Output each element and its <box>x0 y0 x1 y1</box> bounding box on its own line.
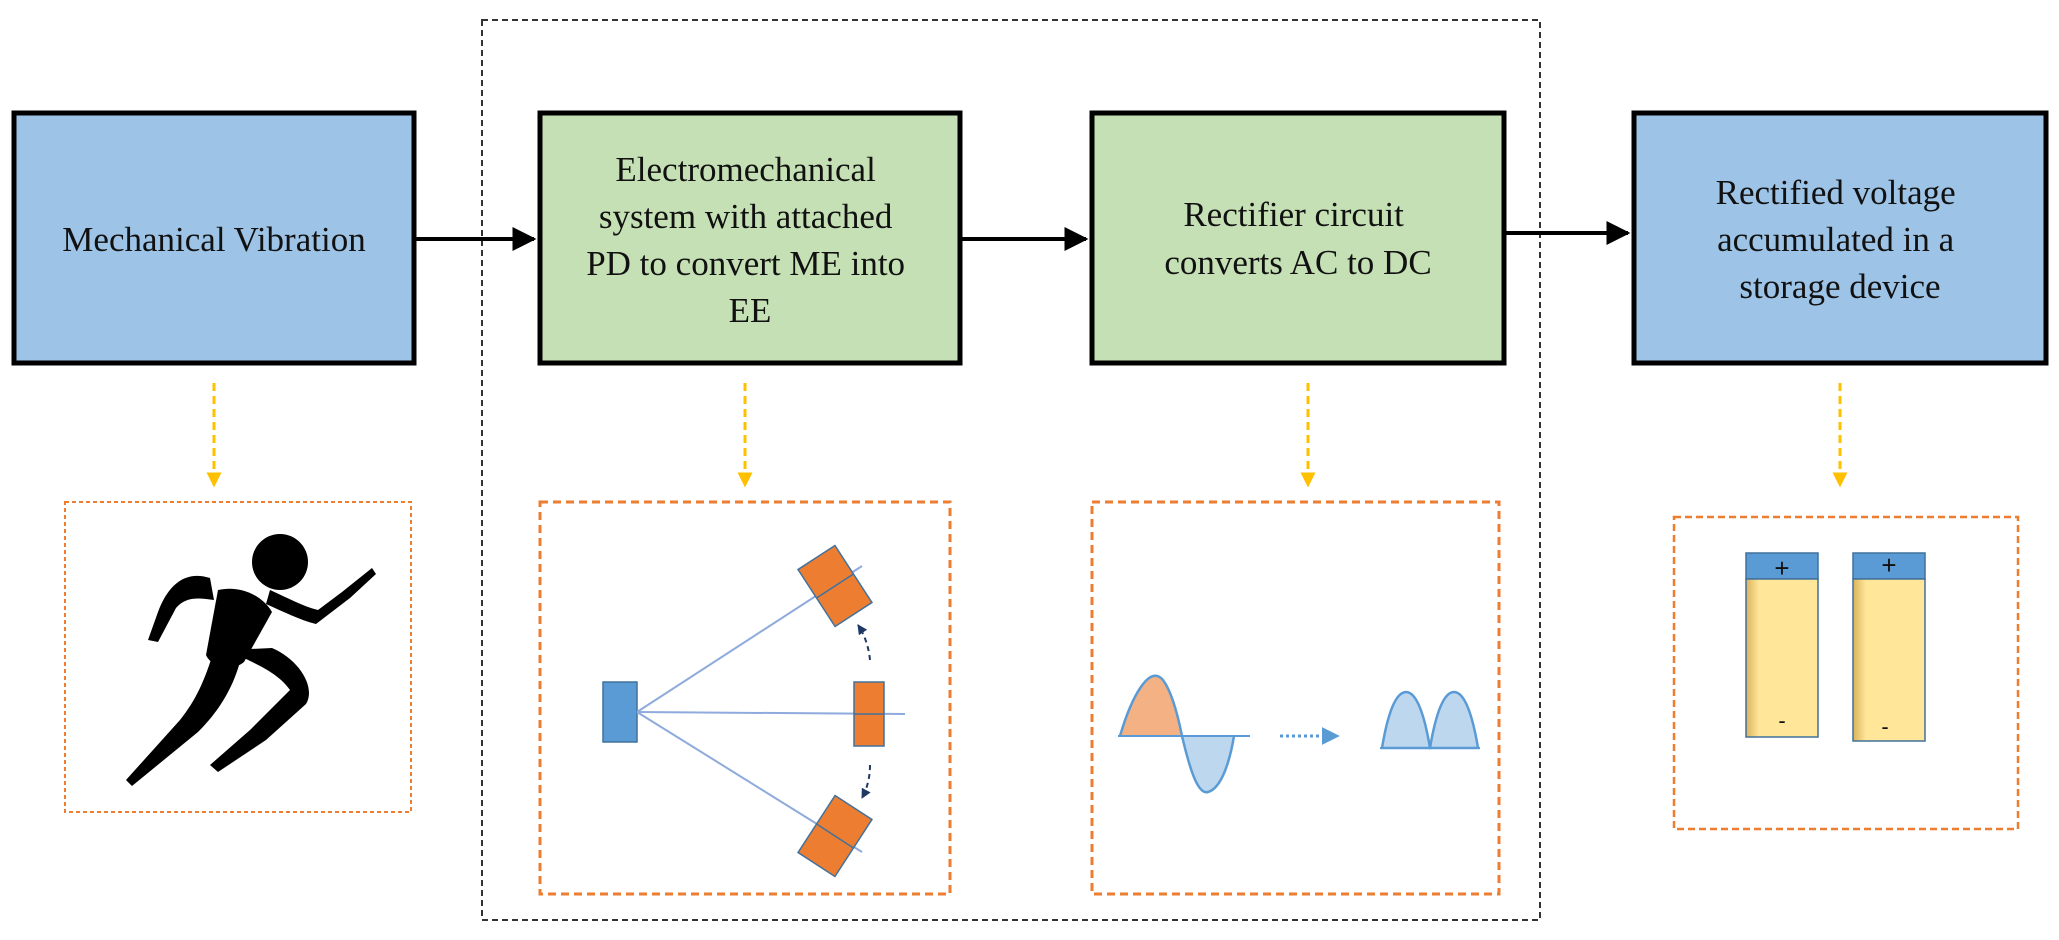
battery-1-positive: + <box>1774 553 1789 583</box>
storage-device-box: Rectified voltage accumulated in a stora… <box>1631 110 2049 366</box>
battery-1: + - <box>1745 552 1819 738</box>
cantilever-beam-piezo-icon <box>602 544 906 878</box>
running-person-icon <box>126 534 376 786</box>
ac-to-dc-waveform-icon <box>1118 674 1480 794</box>
storage-panel <box>1672 515 2020 831</box>
electromechanical-system-label: Electromechanical system with attached P… <box>586 150 914 330</box>
rectifier-circuit-box: Rectifier circuit converts AC to DC <box>1089 110 1507 366</box>
battery-2-negative: - <box>1881 714 1888 739</box>
storage-device-label: Rectified voltage accumulated in a stora… <box>1716 173 1965 306</box>
electromechanical-system-box: Electromechanical system with attached P… <box>537 110 963 366</box>
battery-1-negative: - <box>1778 708 1785 733</box>
mechanical-vibration-label: Mechanical Vibration <box>62 220 365 259</box>
rectifier-circuit-label: Rectifier circuit converts AC to DC <box>1164 195 1431 282</box>
system-group-frame <box>481 19 1541 921</box>
system-panel <box>538 500 952 896</box>
rectifier-panel <box>1090 500 1501 896</box>
battery-2: + - <box>1852 550 1926 742</box>
battery-pair-icon: + - + - <box>1745 550 1926 742</box>
battery-2-positive: + <box>1881 550 1896 580</box>
mechanical-vibration-box: Mechanical Vibration <box>11 110 417 366</box>
vibration-panel <box>64 501 412 813</box>
